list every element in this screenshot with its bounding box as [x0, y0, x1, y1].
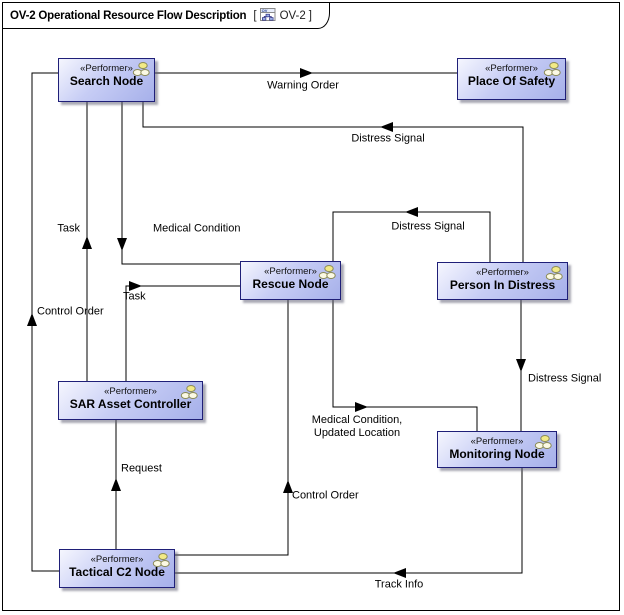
stereotype-label: «Performer»: [470, 436, 524, 447]
stereotype-label: «Performer»: [80, 63, 133, 74]
arrowhead-distress-signal-to-rescue: [405, 207, 418, 217]
edge-label-control-order-to-rescue: Control Order: [292, 489, 359, 502]
arrowhead-control-order-to-rescue: [283, 480, 293, 493]
svg-text:OV: OV: [261, 8, 267, 13]
arrowhead-track-info: [393, 568, 406, 578]
node-name: Rescue Node: [252, 277, 329, 291]
arrowhead-request: [111, 478, 121, 491]
diagram-kind-section: [ OV OV-2 ]: [253, 8, 312, 23]
ov2-diagram-icon: OV: [259, 8, 276, 21]
edge-distress-signal-to-search[interactable]: [142, 102, 524, 262]
node-name: Person In Distress: [449, 278, 556, 292]
edge-distress-signal-to-rescue[interactable]: [332, 211, 491, 262]
performer-icon: [545, 266, 563, 280]
performer-node-tactical-c2-node[interactable]: «Performer»Tactical C2 Node: [59, 549, 175, 588]
performer-node-place-of-safety[interactable]: «Performer»Place Of Safety: [457, 58, 566, 100]
edge-label-control-order-to-search: Control Order: [37, 305, 104, 318]
arrowhead-medical-condition: [117, 238, 127, 251]
stereotype-label: «Performer»: [104, 386, 157, 397]
edge-label-distress-signal-to-monitoring: Distress Signal: [528, 372, 602, 385]
arrowhead-warning-order: [300, 68, 313, 78]
open-bracket: [: [253, 9, 257, 22]
arrowhead-distress-signal-to-monitoring: [516, 359, 526, 372]
performer-node-monitoring-node[interactable]: «Performer»Monitoring Node: [437, 431, 557, 468]
edge-label-distress-signal-to-rescue: Distress Signal: [391, 220, 465, 233]
edge-label-task-to-rescue: Task: [123, 290, 146, 303]
node-name: Tactical C2 Node: [69, 565, 165, 579]
performer-icon: [318, 265, 336, 279]
arrowhead-medical-condition-updated-location: [355, 402, 368, 412]
node-name: Search Node: [69, 74, 144, 88]
edge-track-info[interactable]: [175, 468, 523, 574]
edge-medical-condition-updated-location[interactable]: [332, 300, 478, 431]
arrowhead-task-to-rescue: [129, 281, 142, 291]
edge-label-track-info: Track Info: [374, 578, 424, 591]
arrowhead-task-to-search: [82, 236, 92, 249]
edge-label-medical-condition: Medical Condition: [153, 222, 241, 235]
performer-node-sar-asset-controller[interactable]: «Performer»SAR Asset Controller: [58, 381, 203, 420]
node-name: Place Of Safety: [467, 74, 556, 88]
performer-icon: [132, 62, 150, 76]
stereotype-label: «Performer»: [264, 266, 317, 277]
edge-control-order-to-rescue[interactable]: [175, 300, 289, 556]
performer-icon: [534, 435, 552, 449]
node-name: Monitoring Node: [449, 447, 545, 461]
edge-label-request: Request: [121, 462, 162, 475]
performer-icon: [543, 62, 561, 76]
performer-node-person-in-distress[interactable]: «Performer»Person In Distress: [437, 262, 568, 300]
edge-label-task-to-search: Task: [57, 222, 80, 235]
stereotype-label: «Performer»: [485, 63, 538, 74]
diagram-title: OV-2 Operational Resource Flow Descripti…: [10, 9, 247, 22]
performer-icon: [180, 385, 198, 399]
diagram-header-tab: OV-2 Operational Resource Flow Descripti…: [2, 2, 330, 29]
edge-task-to-rescue[interactable]: [125, 285, 240, 381]
edge-control-order-to-search[interactable]: [31, 72, 59, 572]
stereotype-label: «Performer»: [476, 267, 529, 278]
arrowhead-distress-signal-to-search: [380, 122, 393, 132]
close-bracket: ]: [308, 9, 312, 22]
performer-node-search-node[interactable]: «Performer»Search Node: [58, 58, 155, 102]
edge-label-medical-condition-updated-location: Medical Condition, Updated Location: [311, 414, 403, 439]
arrowhead-control-order-to-search: [27, 313, 37, 326]
edge-label-distress-signal-to-search: Distress Signal: [351, 132, 425, 145]
performer-icon: [152, 553, 170, 567]
diagram-kind-label: OV-2: [279, 9, 306, 22]
edge-label-warning-order: Warning Order: [267, 79, 339, 92]
node-name: SAR Asset Controller: [69, 397, 192, 411]
performer-node-rescue-node[interactable]: «Performer»Rescue Node: [240, 261, 341, 300]
stereotype-label: «Performer»: [90, 554, 144, 565]
edge-medical-condition[interactable]: [121, 102, 240, 265]
